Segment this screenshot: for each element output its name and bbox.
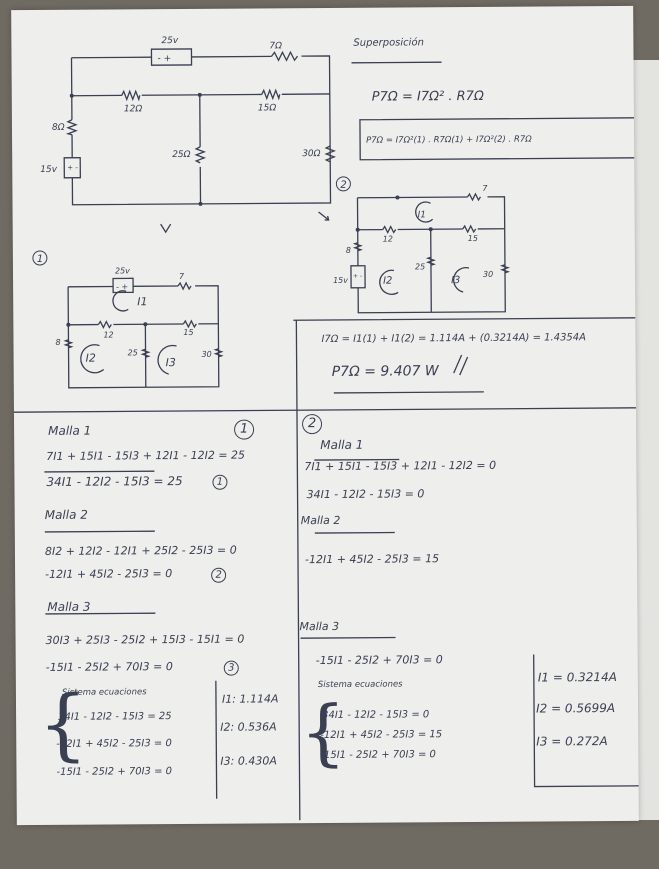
circ2-r15-label: 15 [468,234,478,243]
main-r12-label: 12Ω [124,104,143,114]
main-r8-label: 8Ω [52,123,65,133]
right-result-i2: I2 = 0.5699A [536,700,616,716]
right-m1-eq1: 7I1 + 15I1 - 15I3 + 12I1 - 12I2 = 0 [304,458,497,474]
left-system-eq3: -15I1 - 25I2 + 70I3 = 0 [56,766,173,778]
circ2-number: 2 [340,180,346,191]
circ2-r25-label: 25 [415,262,425,271]
power-p7-result: P7Ω = 9.407 W [331,363,439,380]
left-m2-tag: 2 [211,567,227,583]
left-m3-tag: 3 [223,660,239,676]
circ1-polarity: - + [116,282,128,291]
right-malla1-title: Malla 1 [320,437,364,453]
main-v15-label: 15v [40,165,58,175]
left-m1-eq2: 34I1 - 12I2 - 15I3 = 25 [46,473,183,489]
circ2-r30-label: 30 [483,270,493,279]
circ1-v25-label: 25v [115,266,130,275]
circuit-drawings: 25v - + 7Ω 8Ω 12Ω 15Ω 25Ω 30Ω 15v + - 1 … [13,36,639,821]
circ1-i1-label: I1 [137,295,147,308]
circ1-r30-label: 30 [202,350,212,359]
circ1-number: 1 [37,254,43,265]
left-m1-tag: 1 [212,474,228,490]
main-r25-label: 25Ω [172,150,191,160]
right-system-eq1: 34I1 - 12I2 - 15I3 = 0 [322,709,430,722]
left-malla2-title: Malla 2 [44,507,88,522]
paper-sheet: 25v - + 7Ω 8Ω 12Ω 15Ω 25Ω 30Ω 15v + - 1 … [11,5,639,826]
right-case-number: 2 [301,414,323,435]
left-result-i3: I3: 0.430A [220,754,277,768]
left-case-number: 1 [234,419,255,440]
left-malla1-title: Malla 1 [48,423,92,438]
right-m1-eq2: 34I1 - 12I2 - 15I3 = 0 [306,487,425,502]
left-system-eq1: 34I1 - 12I2 - 15I3 = 25 [58,711,172,723]
circ2-r8-label: 8 [346,246,351,255]
circ1-i3-label: I3 [166,356,176,369]
right-result-i3: I3 = 0.272A [536,734,608,749]
left-m2-eq1: 8I2 + 12I2 - 12I1 + 25I2 - 25I3 = 0 [44,543,237,558]
power-formula-b: P7Ω = I7Ω²(1) . R7Ω(1) + I7Ω²(2) . R7Ω [366,134,532,146]
right-malla3-title: Malla 3 [299,619,340,634]
circ1-r15-label: 15 [183,328,193,337]
right-system-title: Sistema ecuaciones [317,679,403,691]
circ2-i1-label: I1 [418,210,426,220]
left-m1-eq1: 7I1 + 15I1 - 15I3 + 12I1 - 12I2 = 25 [46,448,246,463]
circ1-r7-label: 7 [179,272,185,281]
main-r15-label: 15Ω [258,103,277,113]
circ2-v15-label: 15v [333,276,348,285]
right-malla2-title: Malla 2 [300,513,341,528]
circ2-r12-label: 12 [383,235,393,244]
main-r7-label: 7Ω [269,41,282,51]
circ2-r7-label: 7 [482,184,488,193]
main-v15-polarity: + - [67,164,78,172]
left-system-title: Sistema ecuaciones [61,687,147,698]
superposicion-title: Superposición [353,37,424,49]
left-system-eq2: -12I1 + 45I2 - 25I3 = 0 [56,738,172,750]
right-system-eq2: -12I1 + 45I2 - 25I3 = 15 [320,729,443,742]
left-m2-eq2: -12I1 + 45I2 - 25I3 = 0 [45,567,173,581]
main-v25-polarity: - + [157,54,171,64]
left-malla3-title: Malla 3 [47,599,91,614]
circ2-i2-label: I2 [383,276,392,287]
right-m2-eq1: -12I1 + 45I2 - 25I3 = 15 [304,552,440,567]
left-result-i2: I2: 0.536A [220,720,277,734]
right-m3-eq1: -15I1 - 25I2 + 70I3 = 0 [315,653,443,668]
circ1-r12-label: 12 [103,330,113,339]
left-m3-eq1: 30I3 + 25I3 - 25I2 + 15I3 - 15I1 = 0 [45,632,245,647]
circ2-polarity: + - [353,273,362,280]
left-result-i1: I1: 1.114A [221,692,279,706]
right-system-eq3: -15I1 - 25I2 + 70I3 = 0 [320,749,436,762]
left-m3-eq2: -15I1 - 25I2 + 70I3 = 0 [45,660,173,674]
circ1-i2-label: I2 [86,352,96,365]
circ1-r8-label: 8 [55,338,60,347]
power-formula-a: P7Ω = I7Ω² . R7Ω [371,88,484,105]
right-result-i1: I1 = 0.3214A [537,669,617,685]
circ2-i3-label: I3 [451,275,460,286]
current-i7-result: I7Ω = I1(1) + I1(2) = 1.114A + (0.3214A)… [321,332,587,346]
main-v25-label: 25v [161,36,179,46]
circ1-r25-label: 25 [128,348,138,357]
main-r30-label: 30Ω [302,149,321,159]
